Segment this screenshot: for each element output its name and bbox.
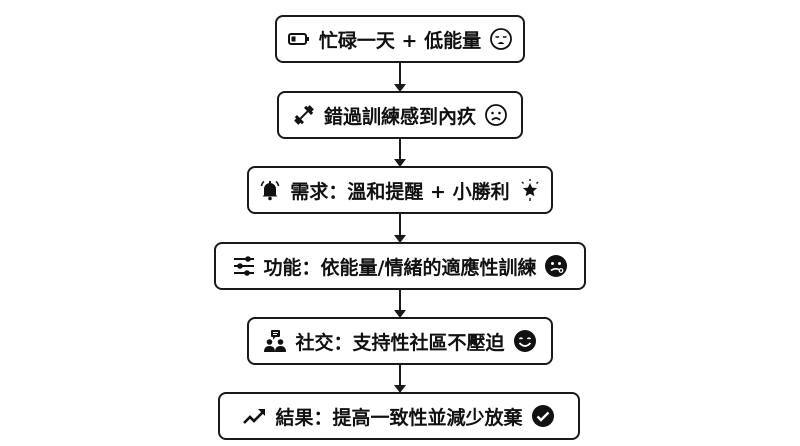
flow-step-label: 功能：依能量/情緒的適應性訓練 bbox=[263, 256, 537, 279]
flow-step-4: 功能：依能量/情緒的適應性訓練 bbox=[214, 242, 586, 290]
flow-arrow bbox=[394, 365, 406, 393]
sad-face-icon bbox=[489, 27, 513, 51]
flow-arrow bbox=[394, 63, 406, 92]
flow-step-6: 結果：提高一致性並減少放棄 bbox=[218, 392, 580, 440]
flow-step-2: 錯過訓練感到內疚 bbox=[277, 91, 523, 139]
flow-arrow bbox=[394, 139, 406, 167]
flow-step-label: 忙碌一天 + 低能量 bbox=[318, 29, 482, 52]
flow-step-label: 結果：提高一致性並減少放棄 bbox=[275, 406, 523, 429]
flow-step-label: 錯過訓練感到內疚 bbox=[323, 105, 476, 128]
bell-ringing-icon bbox=[258, 178, 282, 202]
flow-step-5: 社交：支持性社區不壓迫 bbox=[247, 317, 553, 365]
sliders-icon bbox=[232, 254, 256, 278]
trending-up-icon bbox=[243, 404, 267, 428]
dumbbell-icon bbox=[292, 103, 316, 127]
flow-step-1: 忙碌一天 + 低能量 bbox=[275, 15, 525, 63]
flow-step-label: 社交：支持性社區不壓迫 bbox=[295, 331, 505, 354]
community-chat-icon bbox=[263, 329, 287, 353]
flow-arrow bbox=[394, 290, 406, 318]
flow-step-label: 需求：溫和提醒 + 小勝利 bbox=[290, 180, 510, 203]
dizzy-face-icon bbox=[544, 254, 568, 278]
battery-low-icon bbox=[287, 27, 311, 51]
flow-arrow bbox=[394, 214, 406, 243]
frown-face-icon bbox=[484, 103, 508, 127]
star-sparkle-icon bbox=[518, 178, 542, 202]
smile-face-icon bbox=[513, 329, 537, 353]
flow-step-3: 需求：溫和提醒 + 小勝利 bbox=[247, 166, 553, 214]
check-circle-icon bbox=[531, 404, 555, 428]
